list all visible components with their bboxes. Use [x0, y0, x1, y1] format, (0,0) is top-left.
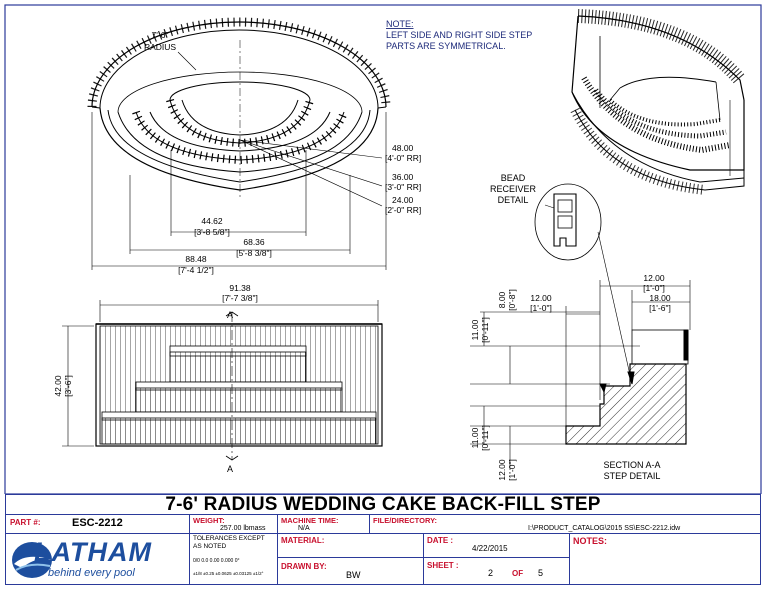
tolerances-line-2: AS NOTED: [193, 543, 227, 550]
weight-label: WEIGHT:: [193, 516, 225, 525]
file-directory-cell: FILE/DIRECTORY: I:\PRODUCT_CATALOG\2015 …: [370, 515, 760, 534]
sec-dim-8-sub: [0'-8"]: [507, 289, 517, 311]
drawing-title: 7-6' RADIUS WEDDING CAKE BACK-FILL STEP: [6, 495, 760, 515]
tolerances-row-2: ±1/8 ±0.25 ±0.0625 ±0.03125 ±1/2°: [193, 571, 264, 576]
sec-dim-12-mid-value: 12.00: [530, 293, 552, 303]
dim-36-value: 36.00: [392, 172, 414, 182]
weight-cell: WEIGHT: 257.00 lbmass: [190, 515, 278, 534]
sec-dim-11-bottom-sub: [0'-11"]: [480, 425, 490, 451]
logo-tagline: behind every pool: [48, 567, 135, 579]
isometric-view: [570, 9, 746, 195]
radius-label-value: 7'-6": [152, 30, 169, 40]
sec-dim-8-value: 8.00: [497, 291, 507, 308]
note-heading: NOTE:: [386, 19, 414, 29]
dim-88-sub: [7'-4 1/2"]: [178, 265, 214, 275]
material-cell: MATERIAL:: [278, 534, 424, 558]
dim-68-sub: [5'-8 3/8"]: [236, 248, 272, 258]
sec-dim-11-bottom-value: 11.00: [470, 427, 480, 448]
bead-detail-line-3: DETAIL: [498, 195, 529, 205]
logo-cell: LATHAM behind every pool: [6, 534, 190, 584]
plan-view: [87, 17, 391, 270]
section-view: [470, 280, 691, 470]
sec-dim-12-top-sub: [1'-0"]: [643, 283, 665, 293]
note-line-1: LEFT SIDE AND RIGHT SIDE STEP: [386, 30, 532, 40]
front-height-value: 42.00: [53, 375, 63, 397]
part-number-cell: PART #: ESC-2212: [6, 515, 190, 534]
machine-time-cell: MACHINE TIME: N/A: [278, 515, 370, 534]
front-width-value: 91.38: [229, 283, 251, 293]
section-mark-bottom: A: [227, 464, 233, 474]
dim-36-sub: [3'-0" RR]: [385, 182, 421, 192]
date-value: 4/22/2015: [472, 544, 508, 553]
sec-dim-11-top-value: 11.00: [470, 319, 480, 340]
dim-24-value: 24.00: [392, 195, 414, 205]
logo-wordmark: LATHAM: [34, 537, 152, 567]
machine-time-value: N/A: [298, 525, 310, 532]
front-view: [62, 300, 383, 461]
file-directory-value: I:\PRODUCT_CATALOG\2015 SS\ESC-2212.idw: [528, 525, 681, 532]
material-label: MATERIAL:: [281, 536, 325, 545]
sheet-of-label: OF: [512, 569, 524, 578]
notes-label: NOTES:: [573, 536, 608, 546]
notes-cell: NOTES:: [570, 534, 760, 584]
sec-dim-12-bottom-value: 12.00: [497, 459, 507, 481]
section-mark-top: A: [227, 310, 233, 320]
front-width-sub: [7'-7 3/8"]: [222, 293, 258, 303]
dim-68-value: 68.36: [243, 237, 265, 247]
dim-88-value: 88.48: [185, 254, 207, 264]
sheet-total: 5: [538, 568, 544, 578]
section-caption: SECTION A-A: [603, 460, 660, 470]
bead-receiver-detail: [534, 183, 633, 385]
part-number-value: ESC-2212: [72, 517, 123, 529]
drawn-by-label: DRAWN BY:: [281, 562, 327, 571]
tolerances-line-1: TOLERANCES EXCEPT: [193, 535, 265, 542]
date-cell: DATE : 4/22/2015: [424, 534, 570, 558]
sheet-cell: SHEET : 2 OF 5: [424, 558, 570, 584]
dim-48-sub: [4'-0" RR]: [385, 153, 421, 163]
sec-dim-18-value: 18.00: [649, 293, 671, 303]
sec-dim-12-top-value: 12.00: [643, 273, 665, 283]
drawn-by-cell: DRAWN BY: BW: [278, 558, 424, 584]
bead-detail-line-2: RECEIVER: [490, 184, 537, 194]
sec-dim-12-mid-sub: [1'-0"]: [530, 303, 552, 313]
tolerances-row-1: 0/0 0.0 0.00 0.000 0°: [193, 558, 240, 564]
tolerances-cell: TOLERANCES EXCEPT AS NOTED 0/0 0.0 0.00 …: [190, 534, 278, 584]
dim-48-value: 48.00: [392, 143, 414, 153]
radius-label-text: RADIUS: [144, 42, 176, 52]
bead-detail-line-1: BEAD: [501, 173, 526, 183]
date-label: DATE :: [427, 536, 454, 545]
latham-logo-icon: [12, 542, 52, 578]
sheet-label: SHEET :: [427, 561, 459, 570]
dim-44-sub: [3'-8 5/8"]: [194, 227, 230, 237]
title-block: 7-6' RADIUS WEDDING CAKE BACK-FILL STEP …: [5, 494, 761, 585]
dim-24-sub: [2'-0" RR]: [385, 205, 421, 215]
dim-44-value: 44.62: [201, 216, 223, 226]
front-height-sub: [3'-6"]: [63, 375, 73, 397]
drawing-sheet: 7'-6" RADIUS 48.00 [4'-0" RR] 36.00 [3'-…: [4, 4, 762, 494]
note-line-2: PARTS ARE SYMMETRICAL.: [386, 41, 506, 51]
machine-time-label: MACHINE TIME:: [281, 516, 339, 525]
sec-dim-12-bottom-sub: [1'-0"]: [507, 459, 517, 481]
weight-value: 257.00 lbmass: [220, 525, 266, 532]
sec-dim-18-sub: [1'-6"]: [649, 303, 671, 313]
sheet-number: 2: [488, 568, 494, 578]
sec-dim-11-top-sub: [0'-11"]: [480, 317, 490, 343]
section-sub-caption: STEP DETAIL: [604, 471, 661, 481]
part-number-label: PART #:: [10, 518, 41, 527]
drawn-by-value: BW: [346, 570, 361, 580]
file-directory-label: FILE/DIRECTORY:: [373, 516, 438, 525]
